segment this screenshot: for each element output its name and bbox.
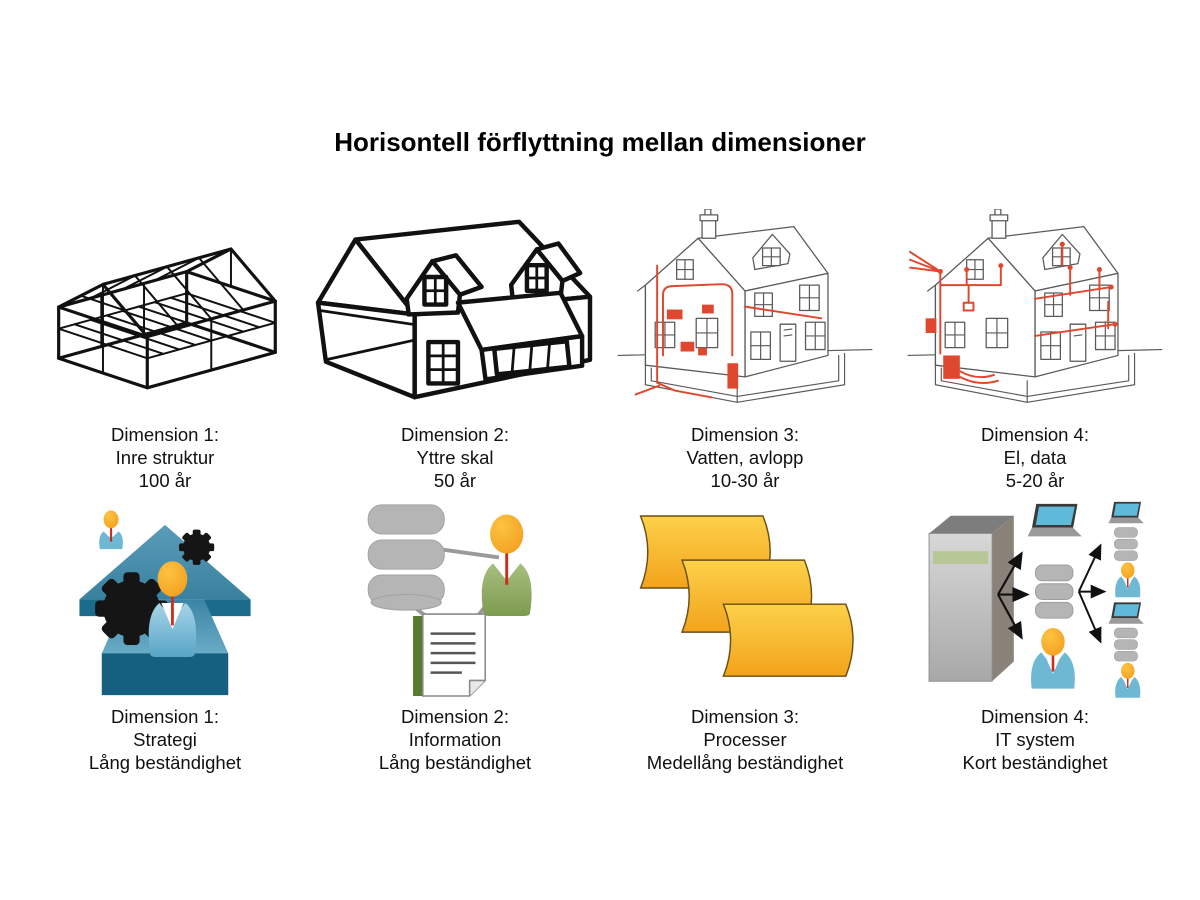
database-icon (1034, 564, 1074, 619)
person-icon (1114, 561, 1142, 598)
dormer (752, 233, 791, 270)
caption-line: Dimension 2: (401, 706, 509, 727)
database-icon (367, 504, 445, 611)
caption-line: Information (408, 729, 502, 750)
small-person-icon (99, 510, 123, 550)
caption-dim2-information: Dimension 2: Information Lång beständigh… (379, 705, 531, 774)
windows (654, 258, 826, 362)
shell-house (315, 219, 593, 400)
dormer (404, 253, 484, 317)
door (779, 323, 797, 362)
process-shape (722, 603, 854, 677)
house-base (617, 208, 873, 403)
caption-dim2-shell: Dimension 2: Yttre skal 50 år (401, 423, 509, 492)
cell-dim4-itsystem: Dimension 4: IT system Kort beständighet (890, 495, 1180, 774)
diagram-title: Horisontell förflyttning mellan dimensio… (334, 127, 866, 157)
server-icon (928, 515, 1014, 682)
caption-line: Dimension 2: (401, 424, 509, 445)
caption-line: IT system (995, 729, 1075, 750)
caption-dim3-water: Dimension 3: Vatten, avlopp 10-30 år (687, 423, 804, 492)
icons-row: Dimension 1: Strategi Lång beständighet (20, 495, 1180, 774)
caption-line: Dimension 3: (691, 424, 799, 445)
cell-dim2-shell: Dimension 2: Yttre skal 50 år (310, 205, 600, 492)
chimney (989, 208, 1009, 239)
laptop-icon (1108, 501, 1144, 524)
cell-dim3-processes: Dimension 3: Processer Medellång beständ… (600, 495, 890, 774)
windows (944, 258, 1116, 362)
dormer (508, 241, 583, 305)
client-column (1108, 501, 1144, 698)
electrical-panel (943, 354, 960, 379)
database-icon (1114, 527, 1138, 561)
cell-dim1-strategy: Dimension 1: Strategi Lång beständighet (20, 495, 310, 774)
caption-line: Lång beständighet (378, 752, 532, 773)
houses-row: Dimension 1: Inre struktur 100 år (20, 205, 1180, 492)
house-shell-illustration (315, 219, 593, 400)
caption-line: Inre struktur (115, 447, 215, 468)
cell-dim4-electric: Dimension 4: El, data 5-20 år (890, 205, 1180, 492)
caption-dim1-structure: Dimension 1: Inre struktur 100 år (111, 423, 219, 492)
caption-line: Vatten, avlopp (686, 447, 804, 468)
caption-line: 50 år (433, 470, 477, 491)
caption-line: 100 år (138, 470, 192, 491)
foundation (934, 352, 1136, 403)
cell-dim2-information: Dimension 2: Information Lång beständigh… (310, 495, 600, 774)
process-shapes (639, 515, 854, 677)
cell-dim1-structure: Dimension 1: Inre struktur 100 år (20, 205, 310, 492)
caption-dim4-itsystem: Dimension 4: IT system Kort beständighet (962, 705, 1107, 774)
caption-line: 5-20 år (1005, 470, 1065, 491)
caption-line: Dimension 4: (981, 424, 1089, 445)
document-icon (413, 613, 487, 697)
caption-line: Processer (703, 729, 787, 750)
chimney (699, 208, 719, 239)
laptop-icon (1027, 503, 1082, 537)
red-wiring-overlay (909, 241, 1118, 384)
cell-dim3-water: Dimension 3: Vatten, avlopp 10-30 år (600, 205, 890, 492)
caption-line: Kort beständighet (962, 752, 1108, 773)
caption-dim3-processes: Dimension 3: Processer Medellång beständ… (647, 705, 843, 774)
person-icon (1114, 662, 1142, 698)
caption-line: Yttre skal (416, 447, 494, 468)
caption-line: El, data (1003, 447, 1067, 468)
door (1069, 323, 1087, 362)
information-diagram-icon (367, 504, 532, 697)
frame-rafters (79, 247, 245, 329)
caption-line: Dimension 3: (691, 706, 799, 727)
frame-outer (57, 247, 277, 390)
arrows-server-to-middle (997, 551, 1030, 640)
arrows-db-to-clients (1077, 543, 1107, 644)
person-icon (1029, 626, 1077, 690)
caption-line: Strategi (133, 729, 197, 750)
front-wing (455, 290, 585, 382)
frame-studs (100, 282, 213, 375)
boiler (727, 362, 739, 389)
caption-dim4-electric: Dimension 4: El, data 5-20 år (981, 423, 1089, 492)
window (426, 339, 461, 386)
person-icon (148, 561, 197, 657)
process-shapes-icon (639, 515, 854, 677)
caption-line: Medellång beständighet (646, 752, 844, 773)
it-system-diagram-icon (928, 501, 1144, 698)
laptop-icon (1108, 602, 1144, 624)
red-pipes-overlay (634, 264, 823, 398)
house-frame-illustration (57, 247, 277, 390)
database-icon (1114, 627, 1138, 662)
caption-line: 10-30 år (710, 470, 780, 491)
caption-line: Dimension 1: (111, 706, 219, 727)
person-icon (481, 514, 532, 617)
strategy-arrow-icon (79, 510, 251, 696)
caption-line: Dimension 4: (981, 706, 1089, 727)
house-plumbing-illustration (617, 208, 873, 403)
caption-line: Lång beständighet (88, 752, 242, 773)
caption-line: Dimension 1: (111, 424, 219, 445)
small-gear-icon (179, 529, 215, 565)
caption-dim1-strategy: Dimension 1: Strategi Lång beständighet (89, 705, 241, 774)
house-electrical-illustration (907, 208, 1163, 403)
